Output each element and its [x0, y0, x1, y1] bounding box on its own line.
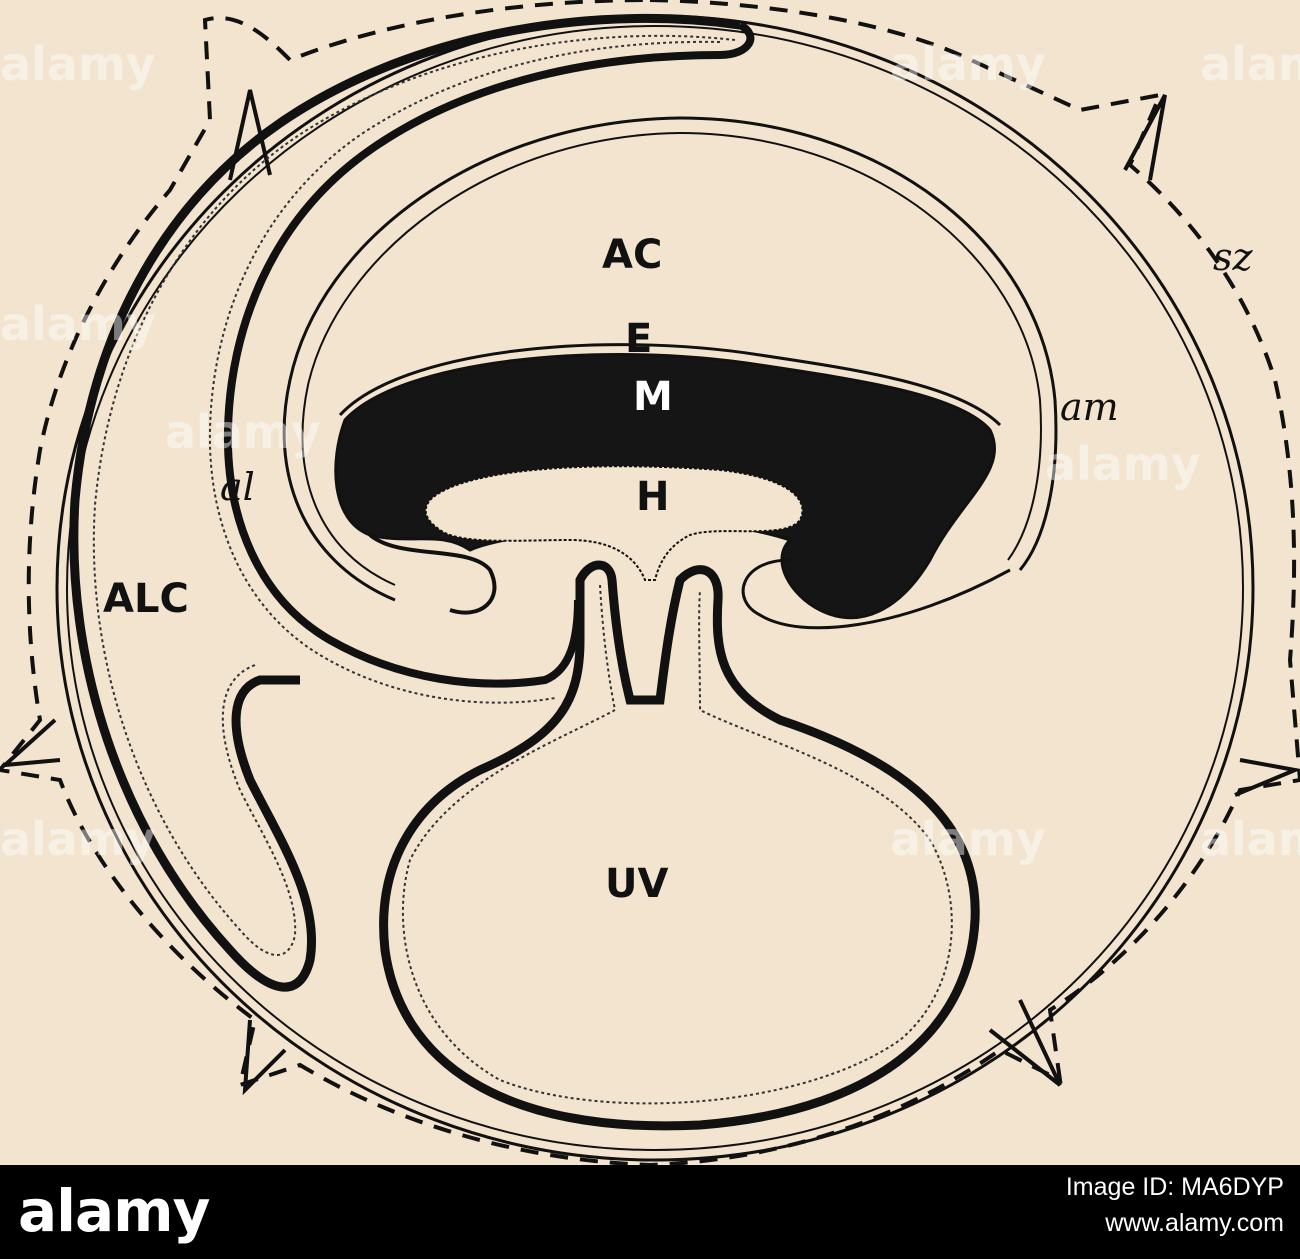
footer-image-id: Image ID: MA6DYP	[1065, 1173, 1284, 1201]
amnion-outer	[282, 116, 1058, 602]
ectoderm-line	[338, 343, 1002, 427]
allantois-outer-wall-dotted	[92, 34, 736, 956]
villus-spike	[242, 1019, 287, 1096]
diagram-canvas: AC E M H ALC UV sz am al alamy alamy ala…	[0, 0, 1300, 1165]
label-alc: ALC	[103, 576, 189, 622]
amnion-inner	[301, 131, 1042, 586]
watermark: alamy	[0, 37, 156, 91]
label-ac: AC	[602, 232, 662, 278]
villus-spike	[1234, 758, 1300, 797]
subzonal-membrane-inner	[66, 25, 1244, 1151]
left-amniotic-fold	[368, 533, 497, 615]
umbilical-vesicle	[379, 560, 980, 1131]
umbilical-vesicle-dotted	[401, 584, 953, 1105]
footer-logo: alamy	[18, 1177, 210, 1245]
label-m: M	[633, 374, 673, 420]
footer-url: www.alamy.com	[1105, 1209, 1284, 1237]
villus-spike	[228, 89, 272, 181]
label-uv: UV	[605, 861, 668, 907]
watermark: alamy	[0, 812, 156, 866]
villus-spike	[988, 999, 1062, 1087]
watermark: alamy	[1200, 37, 1300, 91]
label-am: am	[1060, 385, 1119, 429]
embryo-diagram: AC E M H ALC UV sz am al alamy alamy ala…	[0, 0, 1300, 1165]
label-e: E	[625, 316, 652, 362]
villus-spike	[0, 718, 61, 768]
watermark: alamy	[1045, 437, 1201, 491]
label-h: H	[636, 474, 669, 520]
watermark: alamy	[890, 37, 1046, 91]
stock-footer: alamy Image ID: MA6DYP www.alamy.com	[0, 1165, 1300, 1259]
villus-spike	[1123, 94, 1167, 181]
outer-dashed-membrane	[0, 0, 1300, 1165]
watermark: alamy	[165, 405, 321, 459]
watermark: alamy	[0, 297, 156, 351]
allantois-outer-wall	[69, 13, 741, 992]
allantois-inner-wall	[223, 21, 755, 688]
watermark: alamy	[1200, 812, 1300, 866]
label-al: al	[220, 465, 255, 509]
label-sz: sz	[1213, 235, 1254, 279]
right-amniotic-fold	[741, 558, 1011, 630]
watermark: alamy	[890, 812, 1046, 866]
hypoblast	[424, 465, 804, 581]
allantois-inner-wall-dotted	[208, 40, 721, 704]
